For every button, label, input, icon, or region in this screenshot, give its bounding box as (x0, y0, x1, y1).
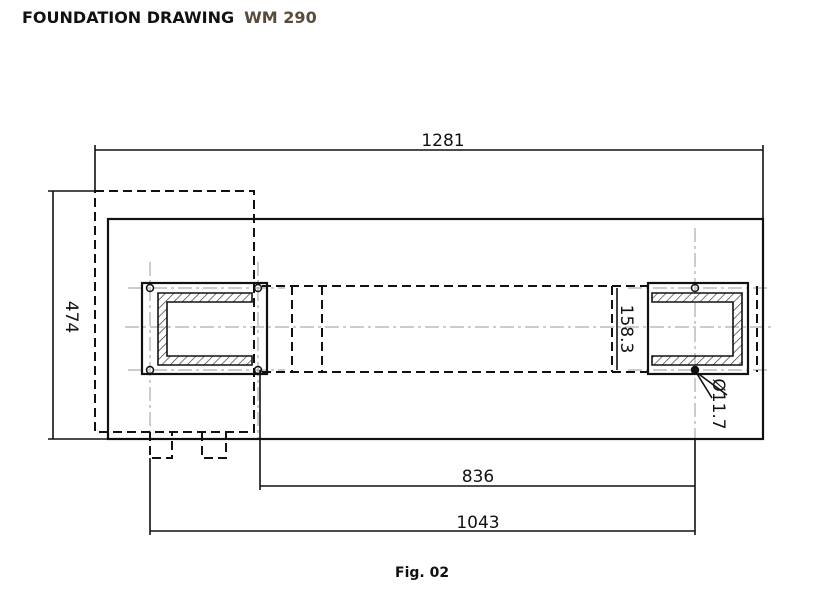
figure-caption: Fig. 02 (395, 565, 450, 581)
dimension-outer-span: 1043 (456, 513, 499, 533)
right-profile (646, 281, 750, 376)
dimension-lines (48, 145, 764, 535)
left-profile (140, 281, 269, 376)
drawing-title-text: FOUNDATION DRAWING (22, 8, 235, 27)
dimension-overall-width: 474 (61, 301, 81, 333)
dimension-inner-span: 836 (462, 467, 494, 487)
dimension-profile-height: 158.3 (616, 305, 636, 354)
pit-outline-dashed (94, 190, 255, 459)
drawing-title: FOUNDATION DRAWING WM 290 (22, 8, 317, 27)
model-number: WM 290 (244, 8, 317, 27)
centerlines (125, 228, 775, 440)
foundation-outline (106, 217, 765, 441)
dimension-overall-length: 1281 (421, 131, 464, 151)
dimension-hole-diameter: Ø11.7 (708, 378, 728, 429)
beam-outline-dashed (262, 285, 758, 373)
